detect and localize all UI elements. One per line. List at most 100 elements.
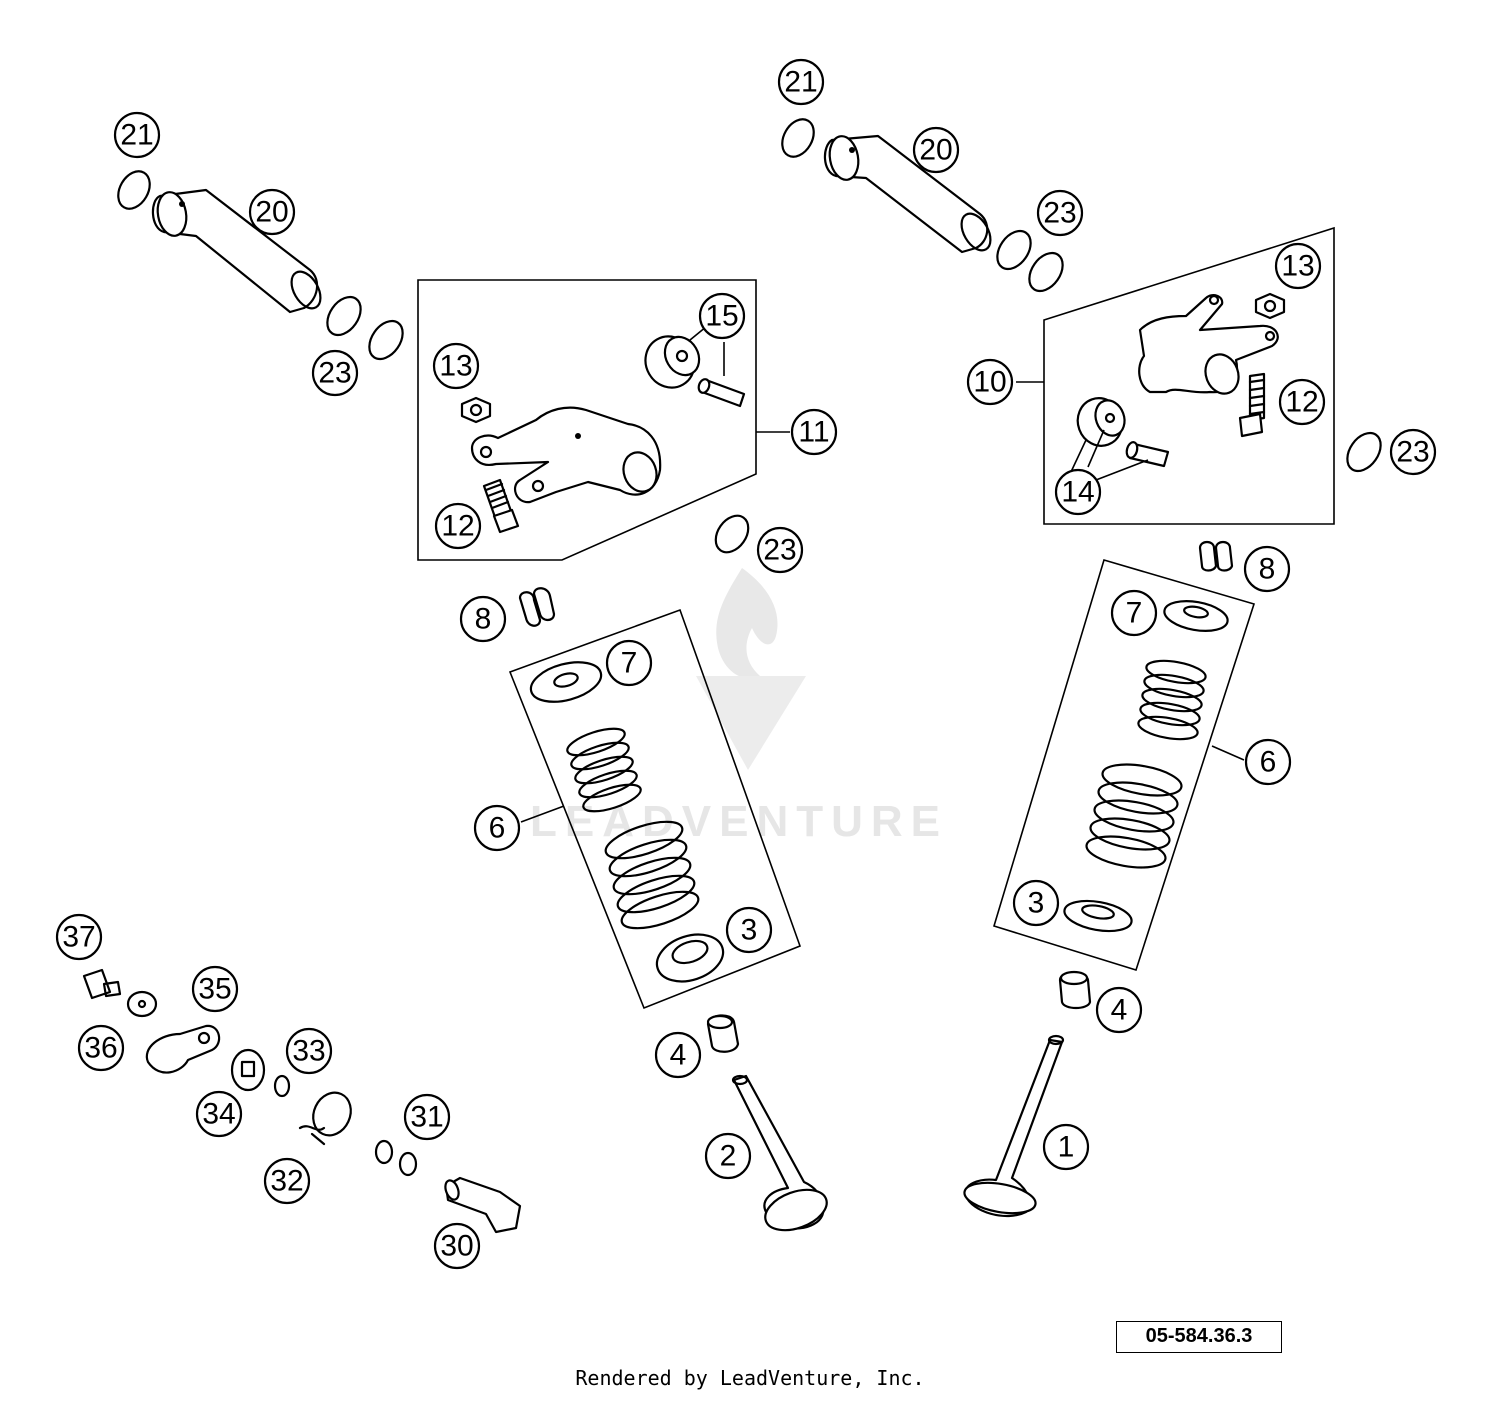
valve-spring-group-6-left (508, 608, 802, 1010)
svg-text:2: 2 (720, 1140, 737, 1173)
washer-23-right-c (1346, 431, 1382, 473)
watermark-text: LEADVENTURE (530, 797, 948, 846)
callout-13-right[interactable]: 13 (1274, 242, 1322, 290)
svg-text:6: 6 (1260, 746, 1277, 779)
adjusting-screw-12-left (482, 478, 520, 534)
callout-15[interactable]: 15 (698, 292, 746, 340)
group-frame-11 (417, 279, 757, 561)
svg-text:11: 11 (798, 416, 829, 449)
valve-stem-seal-4-right (1058, 970, 1092, 1010)
spring-32 (298, 1091, 352, 1146)
retainer-7-right (1163, 600, 1229, 632)
diagram-reference-number: 05-584.36.3 (1116, 1321, 1282, 1353)
svg-text:23: 23 (318, 357, 351, 390)
svg-text:21: 21 (784, 66, 817, 99)
svg-text:36: 36 (84, 1032, 117, 1065)
callout-20-left[interactable]: 20 (248, 188, 296, 236)
group-frame-6-left (508, 608, 802, 1010)
spring-outer-left (604, 820, 700, 930)
svg-text:20: 20 (255, 196, 288, 229)
spring-outer-right (1085, 763, 1183, 869)
svg-text:7: 7 (621, 647, 638, 680)
callout-37[interactable]: 37 (55, 913, 103, 961)
callout-11[interactable]: 11 (790, 408, 838, 456)
svg-text:12: 12 (1285, 386, 1318, 419)
svg-text:6: 6 (489, 812, 506, 845)
callout-4-left[interactable]: 4 (654, 1031, 702, 1079)
callout-35[interactable]: 35 (191, 965, 239, 1013)
pin-15 (697, 378, 746, 408)
nut-13-right (1254, 292, 1286, 320)
spring-inner-right (1137, 659, 1207, 741)
callout-21-right[interactable]: 21 (777, 58, 825, 106)
callout-12-left[interactable]: 12 (434, 502, 482, 550)
callout-21-left[interactable]: 21 (113, 111, 161, 159)
svg-text:4: 4 (670, 1039, 687, 1072)
callout-20-right[interactable]: 20 (912, 126, 960, 174)
svg-text:3: 3 (1028, 887, 1045, 920)
spring-seat-3-left (655, 933, 725, 983)
nut-13-left (460, 396, 492, 424)
callout-2[interactable]: 2 (704, 1132, 752, 1180)
callout-32[interactable]: 32 (263, 1157, 311, 1205)
callout-10[interactable]: 10 (966, 358, 1014, 406)
group-frame-10 (1043, 226, 1335, 525)
svg-text:4: 4 (1111, 994, 1128, 1027)
callout-30[interactable]: 30 (433, 1222, 481, 1270)
svg-text:34: 34 (202, 1098, 235, 1131)
svg-text:15: 15 (705, 300, 738, 333)
rocker-assembly-11 (417, 279, 790, 561)
spring-seat-3-right (1063, 899, 1133, 933)
svg-text:33: 33 (292, 1035, 325, 1068)
decompression-shaft-30 (444, 1176, 522, 1234)
svg-text:8: 8 (1259, 553, 1276, 586)
callout-23-left-a[interactable]: 23 (311, 349, 359, 397)
callout-12-right[interactable]: 12 (1278, 378, 1326, 426)
rocker-arm-11 (470, 406, 662, 504)
callout-1[interactable]: 1 (1042, 1123, 1090, 1171)
rocker-assembly-10 (1016, 226, 1335, 525)
callout-6-left[interactable]: 6 (473, 804, 521, 852)
callout-7-right[interactable]: 7 (1110, 589, 1158, 637)
callout-3-right[interactable]: 3 (1012, 879, 1060, 927)
callout-8-left[interactable]: 8 (459, 595, 507, 643)
washer-36 (126, 990, 158, 1018)
footer-credit: Rendered by LeadVenture, Inc. (575, 1366, 925, 1390)
o-ring-31-a (374, 1139, 394, 1165)
roller-14 (1076, 397, 1126, 447)
washer-23-right-a (996, 229, 1032, 271)
rocker-shaft-20-left (151, 188, 322, 314)
svg-text:31: 31 (410, 1101, 443, 1134)
exhaust-valve-1 (963, 1034, 1065, 1217)
svg-text:14: 14 (1061, 476, 1094, 509)
screw-37 (82, 968, 122, 1000)
keepers-8-left (518, 587, 556, 627)
svg-text:7: 7 (1126, 597, 1143, 630)
callout-4-right[interactable]: 4 (1095, 986, 1143, 1034)
callout-34[interactable]: 34 (195, 1090, 243, 1138)
callout-36[interactable]: 36 (77, 1024, 125, 1072)
decompressor-group (82, 968, 522, 1234)
callout-14[interactable]: 14 (1054, 468, 1102, 516)
svg-text:23: 23 (763, 534, 796, 567)
callout-7-left[interactable]: 7 (605, 639, 653, 687)
callout-23-right-b[interactable]: 23 (1389, 428, 1437, 476)
svg-text:30: 30 (440, 1230, 473, 1263)
callout-33[interactable]: 33 (285, 1027, 333, 1075)
callout-3-left[interactable]: 3 (725, 906, 773, 954)
right-shaft-group (781, 118, 1064, 293)
callout-6-right[interactable]: 6 (1244, 738, 1292, 786)
roller-15 (644, 335, 701, 389)
o-ring-33 (273, 1074, 291, 1098)
callout-31[interactable]: 31 (403, 1093, 451, 1141)
svg-text:8: 8 (475, 603, 492, 636)
callout-13-left[interactable]: 13 (432, 342, 480, 390)
callout-23-right-a[interactable]: 23 (1036, 189, 1084, 237)
svg-text:13: 13 (439, 350, 472, 383)
valve-stem-seal-4-left (706, 1014, 740, 1053)
callout-23-left-b[interactable]: 23 (756, 526, 804, 574)
rocker-shaft-20-right (823, 134, 992, 254)
o-ring-31-b (398, 1151, 418, 1177)
svg-text:23: 23 (1396, 436, 1429, 469)
callout-8-right[interactable]: 8 (1243, 545, 1291, 593)
